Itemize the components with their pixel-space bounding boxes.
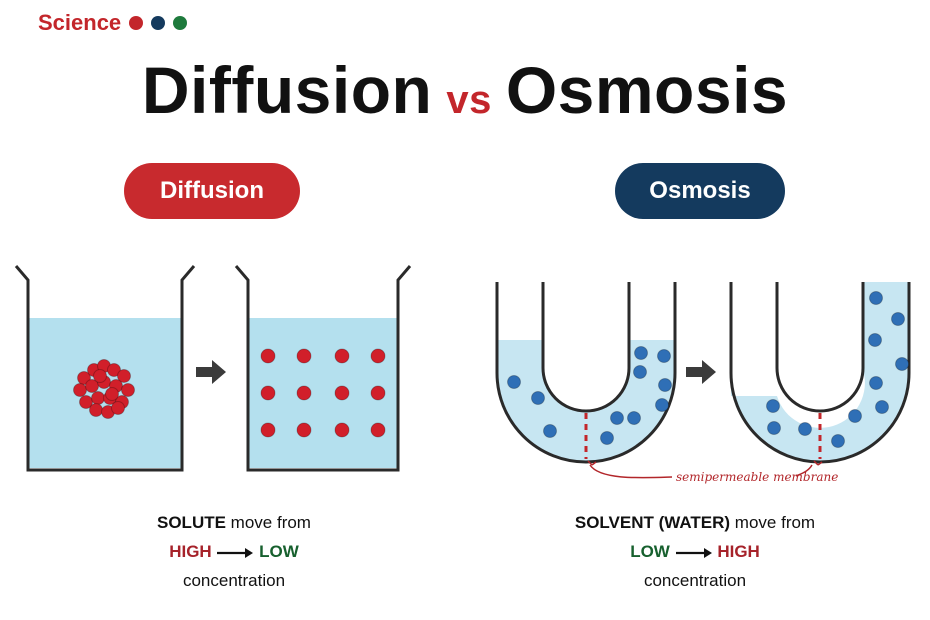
solute-particle xyxy=(77,371,91,385)
osmosis-caption-subject: SOLVENT (WATER) xyxy=(574,513,731,532)
solute-particle xyxy=(296,422,312,438)
u-tube-before xyxy=(495,282,677,464)
diffusion-caption-verb: move from xyxy=(225,513,311,532)
solute-particle xyxy=(111,401,125,415)
solute-particle xyxy=(543,424,557,438)
right-arrow-icon xyxy=(686,360,716,384)
osmosis-from: LOW xyxy=(630,542,670,561)
title-left: Diffusion xyxy=(141,53,433,127)
solute-particle xyxy=(121,383,135,397)
u-tube-before-water xyxy=(497,340,675,462)
solute-particle xyxy=(334,385,350,401)
solute-particle xyxy=(117,369,131,383)
solute-particles-before xyxy=(507,346,672,445)
right-arrow-icon xyxy=(196,360,226,384)
title-vs: vs xyxy=(446,78,492,122)
solute-particle xyxy=(875,400,889,414)
title-right: Osmosis xyxy=(505,53,789,127)
long-right-arrow-icon xyxy=(217,547,254,558)
solute-particle xyxy=(627,411,641,425)
solute-particle xyxy=(370,385,386,401)
solute-particle xyxy=(260,348,276,364)
solute-particle xyxy=(370,348,386,364)
osmosis-caption-unit: concentration xyxy=(643,571,747,590)
solute-particle xyxy=(610,411,624,425)
diffusion-heading-pill: Diffusion xyxy=(124,163,300,219)
solute-particle xyxy=(91,391,105,405)
solute-particle xyxy=(507,375,521,389)
solute-particle xyxy=(798,422,812,436)
diffusion-heading: Diffusion xyxy=(160,177,264,204)
solute-particle xyxy=(868,333,882,347)
beaker-before-water xyxy=(28,318,182,468)
u-tube-after-inner xyxy=(775,282,865,413)
solute-particle xyxy=(107,363,121,377)
solute-particle xyxy=(296,385,312,401)
u-tube-before-outer xyxy=(495,282,677,464)
solute-cluster xyxy=(73,359,135,419)
u-tube-after xyxy=(729,282,911,464)
diffusion-to: LOW xyxy=(259,542,299,561)
diffusion-from: HIGH xyxy=(169,542,212,561)
beaker-before xyxy=(14,265,196,472)
solute-particle xyxy=(260,385,276,401)
brand-dot-blue xyxy=(151,16,166,30)
solute-particle xyxy=(634,346,648,360)
solute-particle xyxy=(891,312,905,326)
osmosis-caption-verb: move from xyxy=(730,513,816,532)
solute-particle xyxy=(85,379,99,393)
brand-label: Science xyxy=(38,10,122,35)
diffusion-caption: SOLUTE move from HIGH LOW concentration xyxy=(84,508,384,595)
membrane-label: semipermeable membrane xyxy=(676,470,839,484)
osmosis-caption: SOLVENT (WATER) move from LOW HIGH conce… xyxy=(545,508,845,595)
solute-particle xyxy=(848,409,862,423)
solute-dispersed xyxy=(260,348,386,438)
solute-particle xyxy=(93,369,107,383)
solute-particle xyxy=(831,434,845,448)
osmosis-to: HIGH xyxy=(717,542,760,561)
solute-particle xyxy=(260,422,276,438)
membrane-pointer-right xyxy=(795,464,813,477)
diffusion-caption-subject: SOLUTE xyxy=(157,513,226,532)
membrane-pointer-left xyxy=(589,464,673,479)
u-tube-after-outer xyxy=(729,282,911,464)
solute-particle xyxy=(767,421,781,435)
brand-dot-green xyxy=(173,16,188,30)
solute-particle xyxy=(296,348,312,364)
solute-particle xyxy=(370,422,386,438)
beaker-after-glass xyxy=(234,265,412,472)
solute-particle xyxy=(89,403,103,417)
solute-particle xyxy=(869,376,883,390)
pointer-tip-left xyxy=(587,460,597,466)
solute-particle xyxy=(334,422,350,438)
osmosis-heading-pill: Osmosis xyxy=(615,163,785,219)
diffusion-caption-unit: concentration xyxy=(182,571,286,590)
solute-particle xyxy=(766,399,780,413)
solute-particle xyxy=(105,387,119,401)
solute-particle xyxy=(895,357,909,371)
solute-particle xyxy=(79,395,93,409)
solute-particle xyxy=(658,378,672,392)
page-title: Diffusion vs Osmosis xyxy=(0,52,930,128)
solute-particle xyxy=(869,291,883,305)
solute-particle xyxy=(655,398,669,412)
solute-particle xyxy=(334,348,350,364)
beaker-before-glass xyxy=(14,265,196,472)
u-tube-before-inner xyxy=(541,282,631,413)
solute-particle xyxy=(657,349,671,363)
pointer-tip-right xyxy=(813,460,823,466)
brand: Science xyxy=(38,10,188,36)
solute-particle xyxy=(531,391,545,405)
long-right-arrow-icon xyxy=(675,547,712,558)
solute-particle xyxy=(633,365,647,379)
osmosis-heading: Osmosis xyxy=(649,177,751,204)
solute-particles-after xyxy=(766,291,909,448)
solute-particle xyxy=(73,383,87,397)
beaker-after xyxy=(234,265,412,472)
brand-dot-red xyxy=(129,16,144,30)
solute-particle xyxy=(600,431,614,445)
